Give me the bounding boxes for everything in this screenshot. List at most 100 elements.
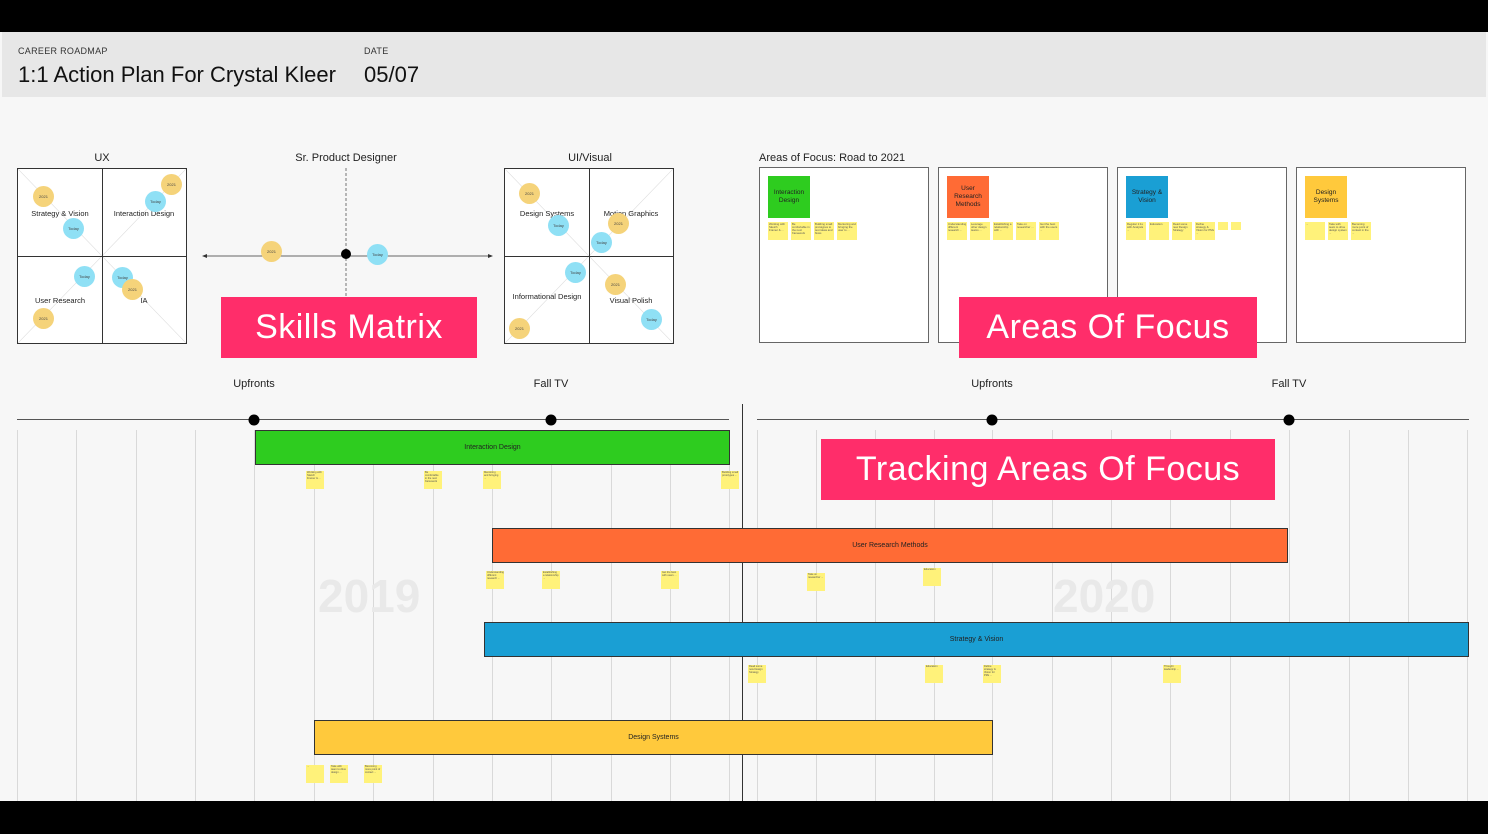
timeline-note[interactable]: Take with team to drive design ... (330, 765, 348, 783)
skill-dot-past[interactable]: 2021 (605, 274, 626, 295)
skill-dot-past[interactable]: 2021 (33, 308, 54, 329)
timeline-note[interactable]: Education (923, 568, 941, 586)
quad-label-motion: Motion Graphics (603, 209, 659, 218)
sticky-note[interactable] (1231, 222, 1241, 230)
timeline-note[interactable]: ... (306, 765, 324, 783)
timeline-note[interactable]: Understanding different research ... (486, 571, 504, 589)
timeline-note[interactable]: Be comfortable in the next framework (424, 471, 442, 489)
focus-tile: Interaction Design (768, 176, 810, 218)
focus-card-interaction[interactable]: Interaction Design Working with Sketch F… (759, 167, 929, 343)
timeline-bar-research[interactable]: User Research Methods (492, 528, 1288, 563)
date-value: 05/07 (364, 62, 420, 87)
focus-notes: Understanding different research ... Lev… (947, 222, 1097, 240)
timeline-bar-design-systems[interactable]: Design Systems (314, 720, 993, 755)
focus-card-design-systems[interactable]: Design Systems ... Take with team to dri… (1296, 167, 1466, 343)
focus-tile: User Research Methods (947, 176, 989, 218)
skill-dot-today[interactable]: Today (591, 232, 612, 253)
ui-visual-title: UI/Visual (568, 152, 612, 164)
areas-of-focus-title: Areas of Focus: Road to 2021 (759, 152, 906, 164)
timeline-axis-2020 (757, 419, 1469, 420)
callout-tracking: Tracking Areas Of Focus (821, 439, 1275, 500)
sticky-note[interactable]: Education (1149, 222, 1169, 240)
year-divider (742, 404, 743, 801)
skill-dot-today[interactable]: Today (63, 218, 84, 239)
timeline-note[interactable]: Education (925, 665, 943, 683)
quad-label-interaction: Interaction Design (113, 209, 175, 218)
milestone-marker (986, 414, 998, 426)
quad-label-informational: Informational Design (512, 292, 582, 301)
sticky-note[interactable]: Be comfortable in the next framework (791, 222, 811, 240)
milestone-label: Upfronts (233, 378, 275, 390)
timeline-note[interactable]: Take on researcher ... (807, 573, 825, 591)
callout-areas-of-focus: Areas Of Focus (959, 297, 1257, 358)
skill-dot-past[interactable]: 2021 (261, 241, 282, 262)
timeline-note[interactable]: Define strategy & Vision for PMs ... (983, 665, 1001, 683)
quad-label-design-systems: Design Systems (519, 209, 575, 218)
quad-label-strategy: Strategy & Vision (31, 209, 89, 218)
date-label: DATE (364, 46, 389, 56)
sticky-note[interactable]: Take on researcher ... (1016, 222, 1036, 240)
sticky-note[interactable]: Get the best with the users ... (1039, 222, 1059, 240)
sticky-note[interactable]: Working with Sketch Framer & ... (768, 222, 788, 240)
milestone-marker (1283, 414, 1295, 426)
skill-dot-today[interactable]: Today (367, 244, 388, 265)
year-watermark: 2019 (318, 570, 421, 622)
whiteboard-canvas[interactable]: CAREER ROADMAP 1:1 Action Plan For Cryst… (0, 32, 1488, 801)
sticky-note[interactable] (1218, 222, 1228, 230)
quad-label-ia: IA (140, 296, 148, 305)
focus-tile: Design Systems (1305, 176, 1347, 218)
skill-dot-today[interactable]: Today (74, 266, 95, 287)
sticky-note[interactable]: Establishing a relationship with ... (993, 222, 1013, 240)
sticky-note[interactable]: Regular 1:1s with Analysts ... (1126, 222, 1146, 240)
focus-tile: Strategy & Vision (1126, 176, 1168, 218)
sticky-note[interactable]: ... (1305, 222, 1325, 240)
timeline-note[interactable]: Thought leadership ... (1163, 665, 1181, 683)
skill-dot-past[interactable]: 2021 (33, 186, 54, 207)
callout-skills-matrix: Skills Matrix (221, 297, 477, 358)
sticky-note[interactable]: Understanding different research ... (947, 222, 967, 240)
focus-notes: Regular 1:1s with Analysts ... Education… (1126, 222, 1276, 240)
milestone-label: Upfronts (971, 378, 1013, 390)
milestone-label: Fall TV (1271, 378, 1307, 390)
timeline-note[interactable]: Building small prototypes ... (721, 471, 739, 489)
roadmap-label: CAREER ROADMAP (18, 46, 108, 56)
sticky-note[interactable]: Becoming more point of contact in the ..… (1351, 222, 1371, 240)
timeline-note[interactable]: Get the best with users ... (661, 571, 679, 589)
sticky-note[interactable]: Mentoring and bringing the user to ... (837, 222, 857, 240)
sticky-note[interactable]: Take with team to drive design system ..… (1328, 222, 1348, 240)
sticky-note[interactable]: Read some new Design Strategy (1172, 222, 1192, 240)
timeline-note[interactable]: Working with Sketch Framer & ... (306, 471, 324, 489)
skill-dot-today[interactable]: Today (641, 309, 662, 330)
timeline-note[interactable]: Read some new Design Strategy (748, 665, 766, 683)
skill-dot-past[interactable]: 2021 (161, 174, 182, 195)
ux-title: UX (94, 152, 110, 164)
skill-dot-past[interactable]: 2021 (509, 318, 530, 339)
sticky-note[interactable]: Leverage other design teams ... (970, 222, 990, 240)
skill-dot-past[interactable]: 2021 (122, 279, 143, 300)
sr-designer-title: Sr. Product Designer (295, 152, 397, 164)
timeline-axis-2019 (17, 419, 729, 420)
quad-label-visual-polish: Visual Polish (609, 296, 653, 305)
skill-dot-today[interactable]: Today (548, 215, 569, 236)
quad-label-research: User Research (34, 296, 86, 305)
sticky-note[interactable]: Building small prototypes to test ideas … (814, 222, 834, 240)
timeline-note[interactable]: Establishing a relationship ... (542, 571, 560, 589)
timeline-bar-interaction[interactable]: Interaction Design (255, 430, 730, 465)
skill-dot-past[interactable]: 2021 (519, 183, 540, 204)
focus-notes: Working with Sketch Framer & ... Be comf… (768, 222, 918, 240)
milestone-marker (545, 414, 557, 426)
sticky-note[interactable]: Define strategy & Vision for PMs ... (1195, 222, 1215, 240)
milestone-marker (248, 414, 260, 426)
skill-dot-past[interactable]: 2021 (608, 213, 629, 234)
skill-dot-today[interactable]: Today (565, 262, 586, 283)
skill-dot-today[interactable]: Today (145, 191, 166, 212)
year-watermark: 2020 (1053, 570, 1156, 622)
page-title: 1:1 Action Plan For Crystal Kleer (18, 62, 336, 87)
timeline-note[interactable]: Becoming more point of contact ... (364, 765, 382, 783)
milestone-label: Fall TV (533, 378, 569, 390)
ui-visual-quadrant: Design Systems Motion Graphics Informati… (504, 168, 674, 344)
timeline-bar-strategy[interactable]: Strategy & Vision (484, 622, 1469, 657)
ux-quadrant: Strategy & Vision Interaction Design Use… (17, 168, 187, 344)
header-bar: CAREER ROADMAP 1:1 Action Plan For Cryst… (2, 32, 1486, 97)
timeline-note[interactable]: Mentoring and bringing ... (483, 471, 501, 489)
